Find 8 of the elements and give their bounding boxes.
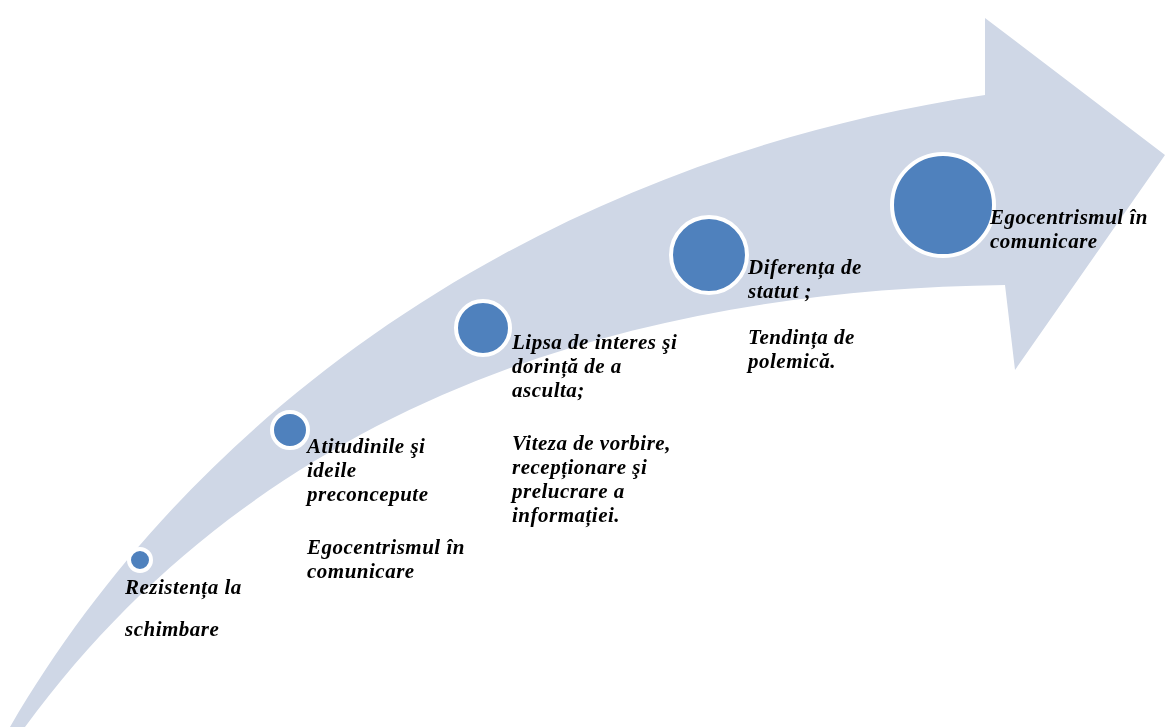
step-label: Atitudinile şi ideile preconcepute (307, 434, 430, 506)
step-label: Rezistența la schimbare (125, 574, 243, 643)
step-label: Egocentrismul în comunicare (990, 205, 1149, 253)
step-label: Tendința de polemică. (748, 325, 856, 373)
step-label: Viteza de vorbire, recepționare şi prelucrare a informației. (512, 431, 672, 527)
step-label: Lipsa de interes şi dorință de a asculta; (512, 330, 679, 402)
step-label: Diferența de statut ; (748, 255, 863, 303)
step-label: Egocentrismul în comunicare (307, 535, 466, 583)
